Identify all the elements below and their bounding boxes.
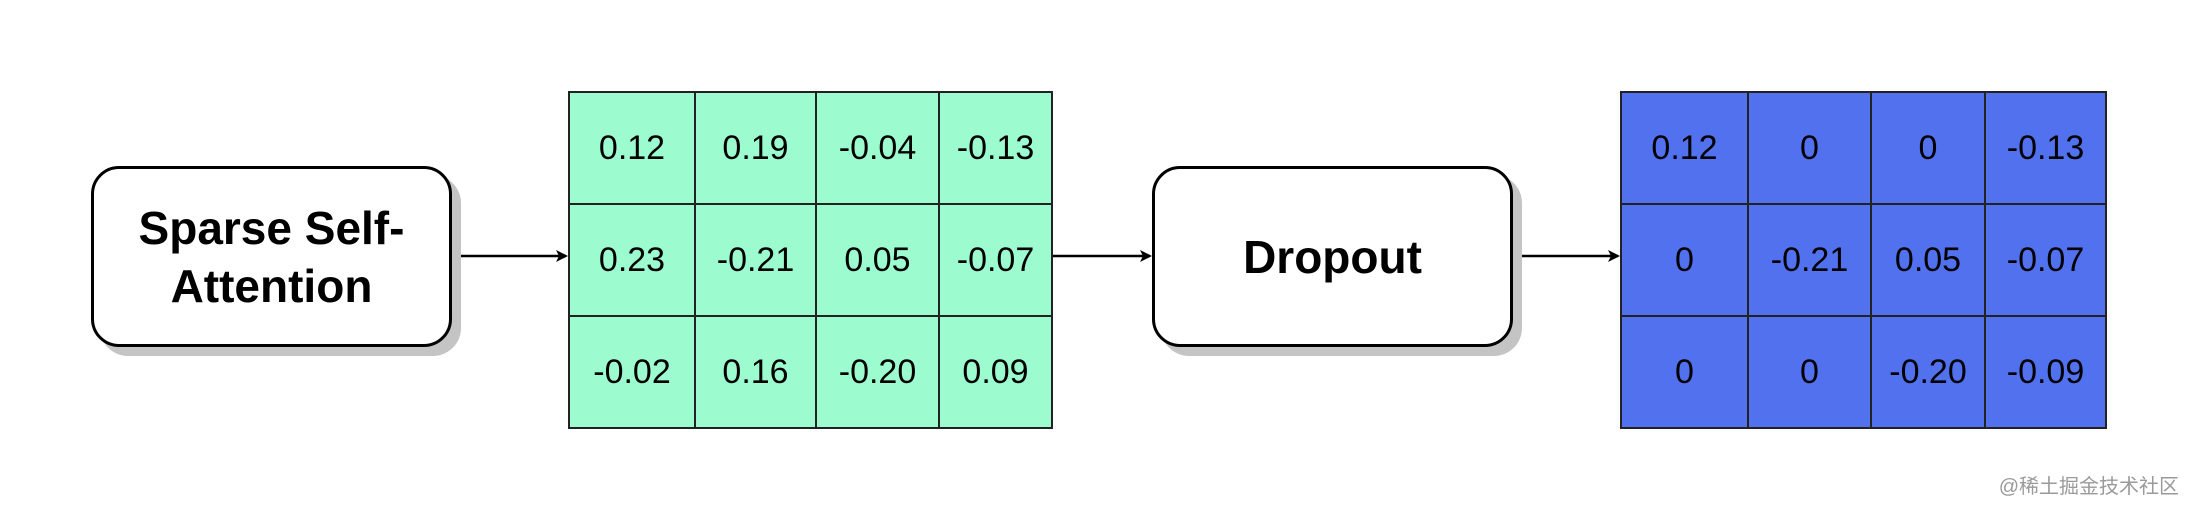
matrix-cell: -0.20 <box>815 315 940 429</box>
dropout-output-matrix: 0.12 0 0 -0.13 0 -0.21 0.05 -0.07 0 0 -0… <box>1620 91 2107 429</box>
matrix-cell: 0.05 <box>815 203 940 317</box>
matrix-cell: 0.09 <box>938 315 1053 429</box>
matrix-row: 0 0 -0.20 -0.09 <box>1620 315 2107 429</box>
matrix-cell: 0.23 <box>568 203 696 317</box>
matrix-cell: -0.07 <box>938 203 1053 317</box>
matrix-row: -0.02 0.16 -0.20 0.09 <box>568 315 1053 429</box>
matrix-row: 0.12 0 0 -0.13 <box>1620 91 2107 205</box>
matrix-cell: 0.05 <box>1870 203 1986 317</box>
matrix-cell: 0 <box>1747 91 1872 205</box>
dropout-label: Dropout <box>1243 230 1422 283</box>
watermark: @稀土掘金技术社区 <box>1998 476 2179 498</box>
dropout-node: Dropout <box>1152 166 1513 347</box>
matrix-cell: 0.12 <box>1620 91 1749 205</box>
matrix-cell: -0.02 <box>568 315 696 429</box>
matrix-row: 0 -0.21 0.05 -0.07 <box>1620 203 2107 317</box>
matrix-row: 0.23 -0.21 0.05 -0.07 <box>568 203 1053 317</box>
matrix-cell: -0.21 <box>1747 203 1872 317</box>
matrix-row: 0.12 0.19 -0.04 -0.13 <box>568 91 1053 205</box>
matrix-cell: -0.07 <box>1984 203 2107 317</box>
attention-label-line2: Attention <box>170 259 373 312</box>
matrix-cell: 0.19 <box>694 91 817 205</box>
matrix-cell: 0 <box>1620 315 1749 429</box>
matrix-cell: -0.13 <box>938 91 1053 205</box>
matrix-cell: -0.13 <box>1984 91 2107 205</box>
matrix-cell: 0 <box>1620 203 1749 317</box>
matrix-cell: -0.20 <box>1870 315 1986 429</box>
matrix-cell: 0 <box>1747 315 1872 429</box>
matrix-cell: 0.16 <box>694 315 817 429</box>
matrix-cell: -0.09 <box>1984 315 2107 429</box>
matrix-cell: -0.04 <box>815 91 940 205</box>
matrix-cell: 0.12 <box>568 91 696 205</box>
sparse-self-attention-node: Sparse Self- Attention <box>91 166 452 347</box>
matrix-cell: 0 <box>1870 91 1986 205</box>
matrix-cell: -0.21 <box>694 203 817 317</box>
attention-label-line1: Sparse Self- <box>138 201 405 254</box>
attention-output-matrix: 0.12 0.19 -0.04 -0.13 0.23 -0.21 0.05 -0… <box>568 91 1053 429</box>
